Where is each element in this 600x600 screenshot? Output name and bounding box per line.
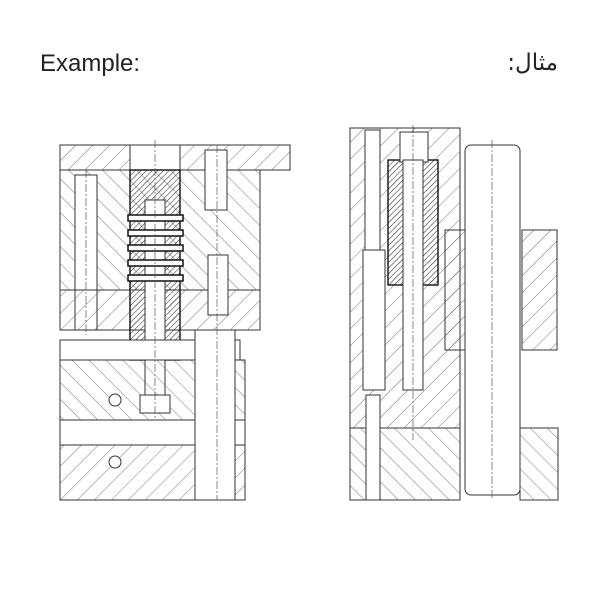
upper-bolt: [364, 129, 381, 251]
example-label-english: Example:: [40, 50, 141, 77]
example-label-persian: مثال:: [507, 50, 558, 76]
guide-pin: [207, 254, 229, 316]
screw-head: [399, 131, 429, 163]
wheel-bearing-right: [521, 229, 558, 351]
punch-wheel: [464, 144, 521, 496]
base-block-right: [519, 427, 559, 501]
dowel-hole-1: [108, 393, 122, 407]
wheel-bearing-left: [444, 229, 466, 351]
right-guide-column: [194, 329, 236, 501]
right-die-drawing: [349, 125, 559, 501]
cam-slot: [362, 249, 386, 391]
spring: [127, 214, 184, 282]
left-die-drawing: [59, 140, 291, 501]
dowel-hole-2: [108, 455, 122, 469]
top-right-bolt: [204, 149, 228, 211]
lower-bolt: [365, 394, 381, 501]
